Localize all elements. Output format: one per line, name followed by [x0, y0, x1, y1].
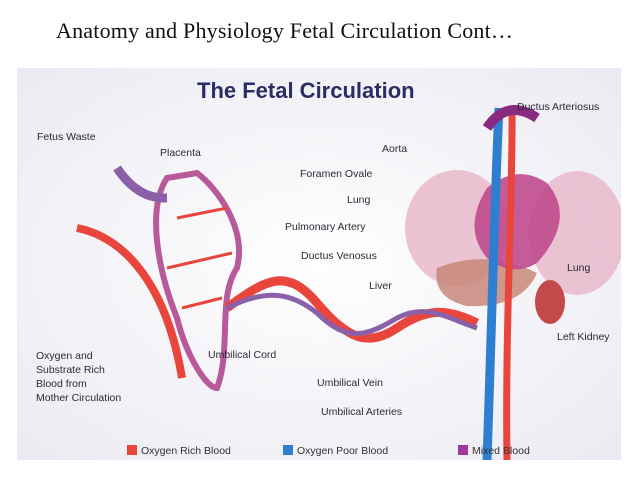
- maternal-vessel: [76, 224, 186, 379]
- label-oxygen-2: Substrate Rich: [36, 364, 105, 376]
- label-umbilical-cord: Umbilical Cord: [208, 349, 276, 361]
- figure-title: The Fetal Circulation: [197, 78, 415, 103]
- label-oxygen-3: Blood from: [36, 378, 87, 390]
- umbilical-cord-arteries: [225, 292, 478, 336]
- kidney-shape: [535, 280, 565, 324]
- label-ductus-venosus: Ductus Venosus: [301, 250, 377, 262]
- label-left-kidney: Left Kidney: [557, 331, 610, 343]
- aorta-trunk: [503, 107, 516, 460]
- label-liver: Liver: [369, 280, 392, 292]
- fetal-circulation-figure: The Fetal Circulation Oxygen Rich Blood …: [17, 68, 621, 460]
- legend-oxygen-rich: Oxygen Rich Blood: [141, 445, 231, 457]
- legend-mixed: Mixed Blood: [472, 445, 530, 457]
- label-ductus-arteriosus: Ductus Arteriosus: [517, 101, 599, 113]
- label-umbilical-arteries: Umbilical Arteries: [321, 406, 402, 418]
- label-aorta: Aorta: [382, 143, 407, 155]
- label-foramen-ovale: Foramen Ovale: [300, 168, 373, 180]
- fetus-waste-vessel: [113, 165, 168, 203]
- label-fetus-waste: Fetus Waste: [37, 131, 96, 143]
- slide-title: Anatomy and Physiology Fetal Circulation…: [56, 18, 514, 43]
- placenta-shape: [153, 169, 242, 392]
- legend-swatch-oxygen-rich: [127, 445, 137, 455]
- legend-oxygen-poor: Oxygen Poor Blood: [297, 445, 388, 457]
- label-pulmonary-artery: Pulmonary Artery: [285, 221, 366, 233]
- vena-cava: [482, 107, 504, 460]
- label-oxygen-4: Mother Circulation: [36, 392, 121, 404]
- legend-swatch-oxygen-poor: [283, 445, 293, 455]
- aortic-arch: [482, 105, 540, 131]
- label-oxygen-1: Oxygen and: [36, 350, 93, 362]
- placenta-vessels: [166, 206, 233, 310]
- label-lung-right: Lung: [567, 262, 591, 274]
- label-umbilical-vein: Umbilical Vein: [317, 377, 383, 389]
- label-placenta: Placenta: [160, 147, 201, 159]
- diagram-canvas: The Fetal Circulation Oxygen Rich Blood …: [17, 68, 621, 460]
- legend-swatch-mixed: [458, 445, 468, 455]
- label-lung-left: Lung: [347, 194, 371, 206]
